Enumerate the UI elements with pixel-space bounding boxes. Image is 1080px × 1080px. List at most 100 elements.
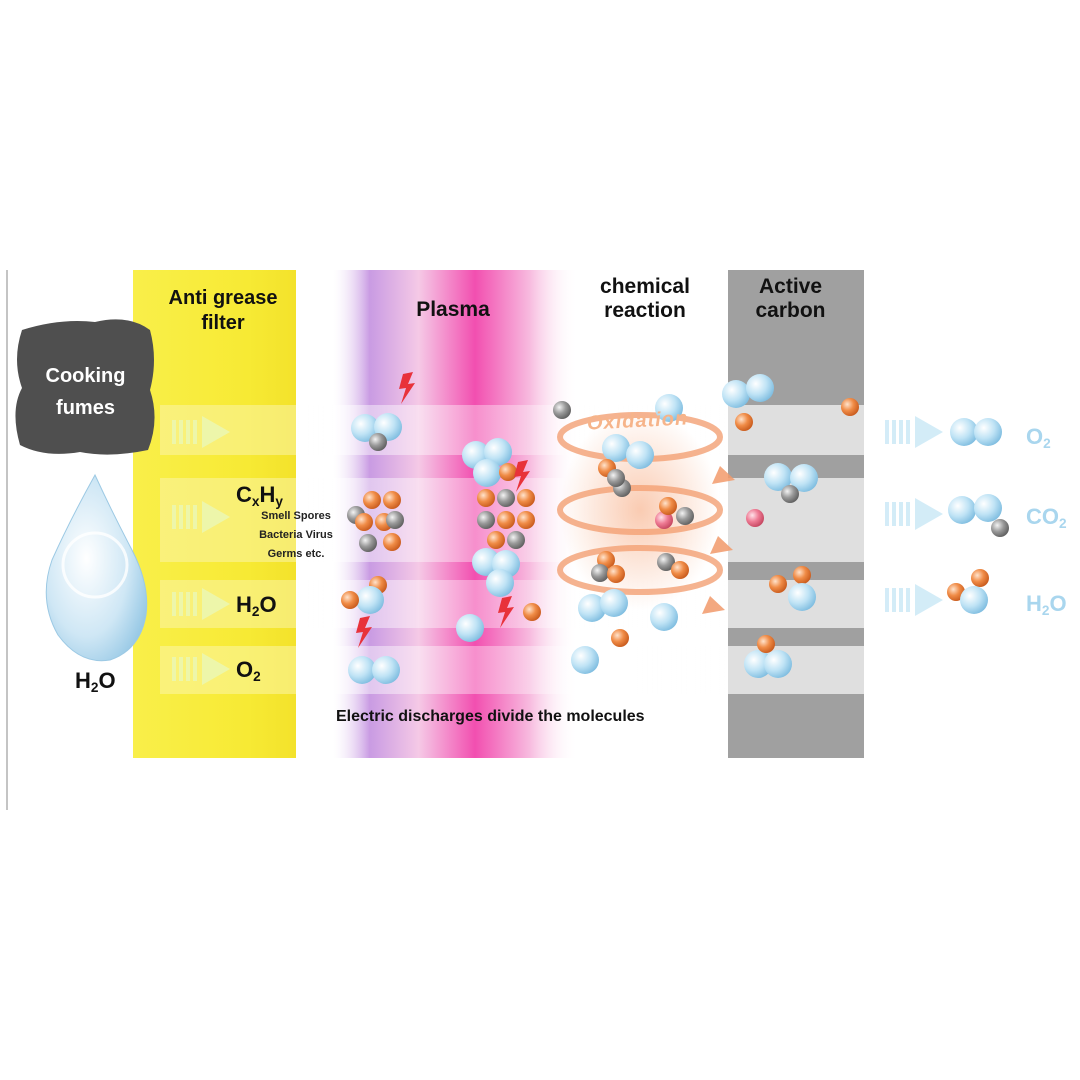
chemical-reaction-label: chemical reaction <box>600 275 690 322</box>
output-o2-label: O2 <box>1026 424 1051 452</box>
carbon-atom <box>553 401 571 419</box>
flow-arrow <box>172 501 230 533</box>
contaminant-item: Smell Spores <box>261 510 331 522</box>
flow-arrow <box>885 584 943 616</box>
anti-grease-label: Anti grease filter <box>168 287 278 334</box>
oxygen-atom <box>571 646 599 674</box>
reactive-atom <box>383 533 401 551</box>
reactive-atom <box>355 513 373 531</box>
oxygen-atom <box>486 569 514 597</box>
oxygen-atom <box>722 380 750 408</box>
discharge-caption: Electric discharges divide the molecules <box>336 708 645 725</box>
oxygen-atom <box>790 464 818 492</box>
reactive-atom <box>769 575 787 593</box>
carbon-atom <box>781 485 799 503</box>
oxygen-atom <box>746 374 774 402</box>
output-co2-label: CO2 <box>1026 504 1067 532</box>
reactive-atom <box>735 413 753 431</box>
reactive-atom <box>607 565 625 583</box>
flow-arrows <box>172 416 943 685</box>
carbon-atom <box>359 534 377 552</box>
oxygen-atom <box>650 603 678 631</box>
oxygen-atom <box>456 614 484 642</box>
carbon-atom <box>991 519 1009 537</box>
flow-arrow <box>172 653 230 685</box>
lightning-bolts <box>356 372 530 648</box>
contaminant-item: Germs etc. <box>267 548 325 560</box>
flow-arrow <box>172 588 230 620</box>
oxygen-atom <box>348 656 376 684</box>
oxygen-atom <box>578 594 606 622</box>
flow-arrow <box>885 416 943 448</box>
water-drop <box>45 473 148 662</box>
flow-arrow <box>885 498 943 530</box>
reactive-atom <box>477 489 495 507</box>
plasma-label: Plasma <box>416 298 490 321</box>
reactive-atom <box>746 509 764 527</box>
oxidation-arrowheads <box>702 466 735 614</box>
oxygen-atom <box>960 586 988 614</box>
reactive-atom <box>611 629 629 647</box>
cxhy-label: CxHy <box>236 482 283 510</box>
cooking-fumes-label: Cooking fumes <box>45 365 126 419</box>
carbon-atom <box>657 553 675 571</box>
carbon-atom <box>591 564 609 582</box>
lightning-bolt <box>356 616 372 648</box>
reactive-atom <box>841 398 859 416</box>
active-carbon-label: Active carbon <box>755 275 826 322</box>
oxygen-atom <box>950 418 978 446</box>
reactive-atom <box>499 463 517 481</box>
oxygen-atom <box>974 418 1002 446</box>
contaminant-item: Bacteria Virus <box>259 529 333 541</box>
oxygen-atom <box>764 650 792 678</box>
carbon-atom <box>386 511 404 529</box>
flow-arrow <box>172 416 230 448</box>
lightning-bolt <box>399 372 415 404</box>
reactive-atom <box>517 511 535 529</box>
lightning-bolt <box>514 460 530 492</box>
reactive-atom <box>497 511 515 529</box>
input-h2o-label: H2O <box>236 592 277 620</box>
reactive-atom <box>793 566 811 584</box>
oxygen-atom <box>655 394 683 422</box>
oxygen-atom <box>484 438 512 466</box>
reactive-atom <box>971 569 989 587</box>
reactive-atom <box>487 531 505 549</box>
molecules <box>341 374 1009 684</box>
input-o2-label: O2 <box>236 657 261 685</box>
carbon-atom <box>507 531 525 549</box>
lightning-bolt <box>498 596 514 628</box>
yellow-bands <box>160 405 296 694</box>
oxygen-atom <box>626 441 654 469</box>
carbon-atom <box>607 469 625 487</box>
contaminants-list: Smell Spores Bacteria Virus Germs etc. <box>246 507 346 564</box>
oxygen-atom <box>602 434 630 462</box>
oxygen-atom <box>356 586 384 614</box>
oxygen-atom <box>600 589 628 617</box>
reactive-atom <box>659 497 677 515</box>
oxygen-atom <box>974 494 1002 522</box>
carbon-atom <box>497 489 515 507</box>
reactive-atom <box>757 635 775 653</box>
carbon-atom <box>477 511 495 529</box>
reactive-atom <box>523 603 541 621</box>
carbon-atom <box>676 507 694 525</box>
reactive-atom <box>341 591 359 609</box>
carbon-atom <box>369 433 387 451</box>
cooking-fumes-blob <box>15 319 155 455</box>
oxygen-atom <box>788 583 816 611</box>
oxygen-atom <box>372 656 400 684</box>
reactive-atom <box>383 491 401 509</box>
reactive-atom <box>517 489 535 507</box>
oxygen-atom <box>351 414 379 442</box>
reactive-atom <box>363 491 381 509</box>
reactive-atom <box>671 561 689 579</box>
water-source-label: H2O <box>75 668 116 696</box>
output-h2o-label: H2O <box>1026 591 1067 619</box>
reactive-atom <box>655 511 673 529</box>
oxygen-atom <box>744 650 772 678</box>
oxygen-atom <box>473 459 501 487</box>
oxygen-atom <box>764 463 792 491</box>
oxygen-atom <box>948 496 976 524</box>
